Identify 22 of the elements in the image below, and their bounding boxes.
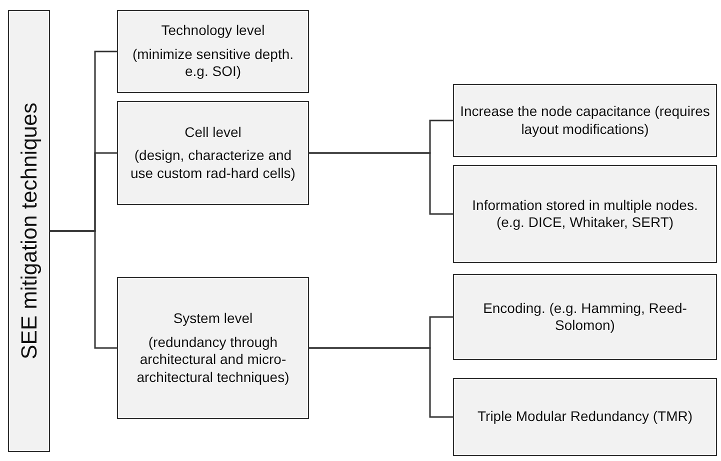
technique-box	[453, 84, 717, 157]
level-heading: Cell level	[184, 124, 242, 142]
connector-line	[309, 152, 453, 215]
technique-box	[453, 274, 717, 360]
level-box	[117, 277, 309, 419]
level-heading: Technology level	[161, 22, 265, 40]
description-text: (minimize sensitive depth. e.g. SOI)	[131, 46, 295, 81]
level-box	[117, 101, 309, 205]
title-box	[8, 10, 50, 452]
connector-line	[50, 230, 117, 349]
technique-box	[453, 165, 717, 263]
vertical-title: SEE mitigation techniques	[15, 102, 42, 360]
description-text: Encoding. (e.g. Hamming, Reed-Solomon)	[482, 300, 688, 334]
description-text: (redundancy through architectural and micro-architectural techniques)	[136, 334, 290, 386]
description-text: (design, characterize and use custom rad-hard cells)	[130, 147, 296, 182]
technique-box	[453, 378, 717, 456]
description-text: Increase the node capacitance (requires layout modifications)	[459, 103, 711, 138]
level-heading: System level	[173, 310, 253, 328]
level-box	[117, 10, 309, 93]
description-text: Triple Modular Redundancy (TMR)	[478, 408, 692, 426]
description-text: Information stored in multiple nodes. (e.g. DICE, Whitaker, SERT)	[471, 196, 699, 232]
connector-line	[309, 347, 453, 418]
